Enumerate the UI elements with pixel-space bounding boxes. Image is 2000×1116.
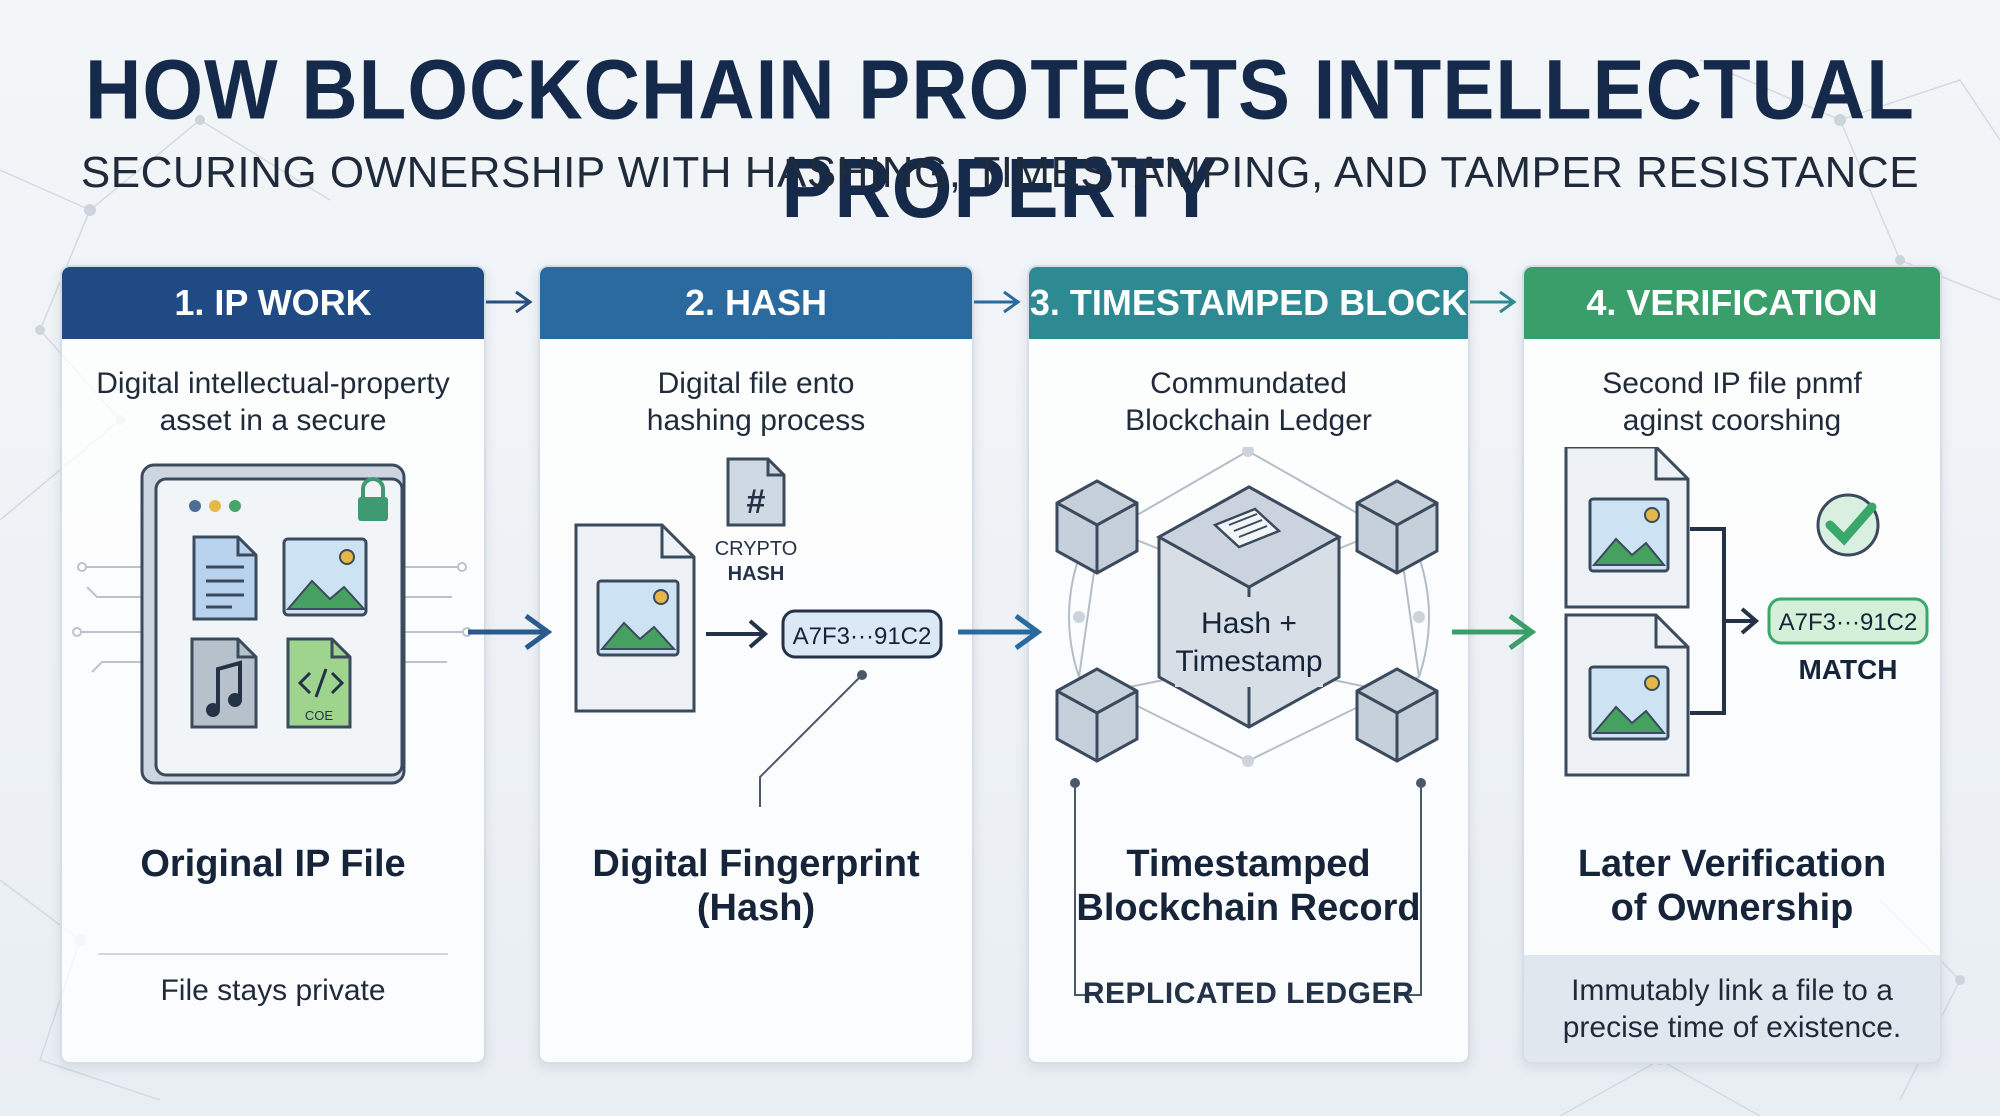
step-description: Second IP file pnmf aginst coorshing [1602,367,1862,437]
lock-icon [358,477,388,521]
step-footer: File stays private [160,974,386,1007]
step-label: Digital Fingerprint (Hash) [592,843,920,929]
divider [98,953,448,955]
block-text: Hash + [1201,607,1297,640]
image-icon [282,537,368,617]
document-icon [192,535,258,621]
ledger-node-cube [1055,479,1139,575]
second-file-icon [1564,613,1690,777]
step-label: Later Verification of Ownership [1577,843,1887,929]
header-arrow-2-3 [974,290,1021,314]
step-header: 1. IP WORK [62,267,484,339]
step-header: 4. VERIFICATION [1524,267,1940,339]
footer-panel [1524,955,1940,1062]
step-description: Digital file ento hashing process [646,367,866,437]
code-icon-label: COE [305,708,334,723]
page-title: HOW BLOCKCHAIN PROTECTS INTELLECTUAL PRO… [85,41,1915,236]
flow-arrow-2-3 [958,613,1043,651]
step-description: Commundated Blockchain Ledger [1125,367,1372,437]
hash-caption: HASH [728,563,785,585]
step-card-timestamped-block: 3. TIMESTAMPED BLOCK Commundated Blockch… [1027,265,1470,1064]
music-icon [190,637,258,729]
step-card-hash: 2. HASH Digital file ento hashing proces… [538,265,974,1064]
header-arrow-1-2 [486,290,533,314]
verification-illustration: A7F3···91C2 MATCH [1564,447,1929,777]
ledger-node-cube [1055,667,1139,763]
step-header: 3. TIMESTAMPED BLOCK [1029,267,1468,339]
step-card-verification: 4. VERIFICATION Second IP file pnmf agin… [1522,265,1942,1064]
ledger-node-cube [1355,667,1439,763]
page-subtitle: SECURING OWNERSHIP WITH HASHING, TIMESTA… [80,148,1920,197]
ledger-node-cube [1355,479,1439,575]
check-icon [1816,493,1880,557]
verification-hash-value: A7F3···91C2 [1779,609,1918,636]
flow-arrow-1-2 [468,613,553,651]
flow-arrow-3-4 [1452,613,1537,651]
hash-caption: CRYPTO [715,538,798,560]
header-arrow-3-4 [1470,290,1517,314]
block-document-icon [1212,507,1282,549]
block-text: Timestamp [1175,645,1322,678]
blockchain-network-illustration: Hash + Timestamp [1055,447,1439,996]
hash-symbol: # [747,483,766,521]
replicated-ledger-label: REPLICATED LEDGER [1082,977,1415,1010]
hash-value: A7F3···91C2 [793,623,932,650]
step-header: 2. HASH [540,267,972,339]
step-label: Original IP File [140,843,406,885]
step-description: Digital intellectual-property asset in a… [96,367,450,437]
code-icon: COE [286,637,352,729]
ip-asset-illustration: COE [72,463,472,785]
step-label: Timestamped Blockchain Record [1076,843,1421,929]
step-footer: Immutably link a file to a precise time … [1562,974,1902,1044]
hashing-illustration: # CRYPTO HASH A7F3···91C2 [574,457,943,807]
image-file-icon [574,523,696,713]
step-card-ip-work: 1. IP WORK Digital intellectual-property… [60,265,486,1064]
original-file-icon [1564,447,1690,609]
match-label: MATCH [1798,654,1897,685]
hash-file-icon: # [726,457,786,527]
